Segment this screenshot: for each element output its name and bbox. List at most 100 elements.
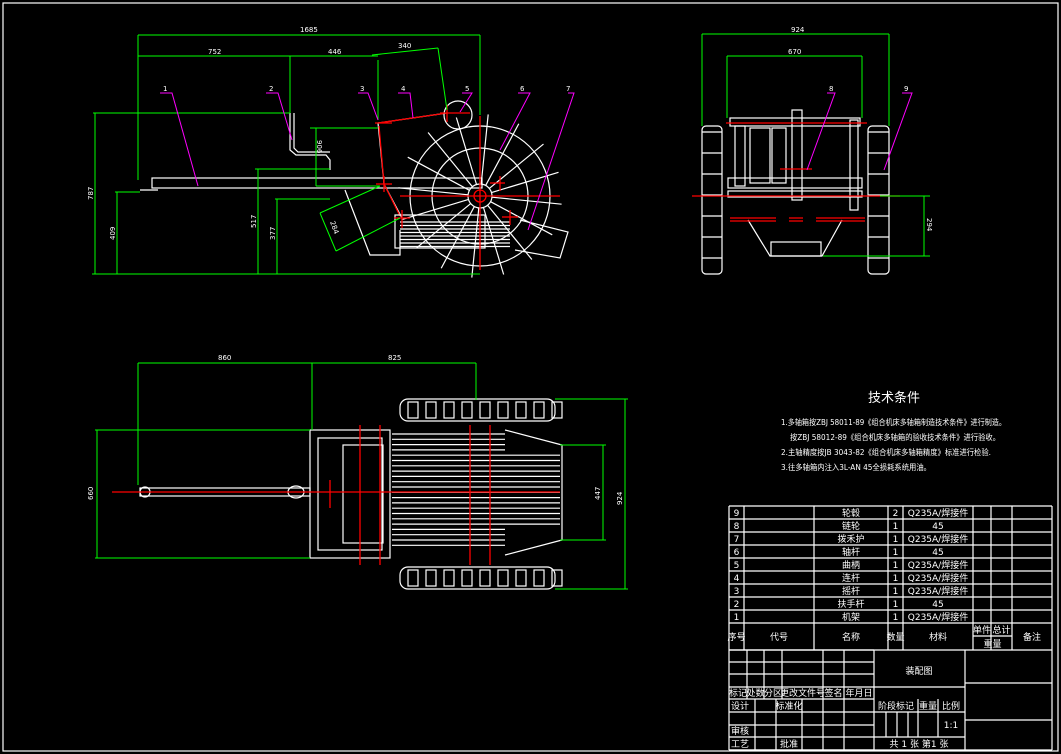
- bom-row-quantity: 1: [893, 522, 899, 532]
- tech-line-3: 2.主轴精度按JB 3043-82《组合机床多轴箱精度》标准进行检验.: [781, 447, 991, 457]
- bom-row-quantity: 1: [893, 600, 899, 610]
- label-approve: 批准: [780, 738, 798, 750]
- revision-header: 更改文件号: [780, 687, 825, 699]
- front-view: 924 670 294 8 9: [692, 26, 933, 275]
- scale-value: 1:1: [944, 721, 958, 731]
- title-block: 标记处数分区更改文件号签名年月日设计标准化审核工艺批准装配图阶段标记重量比例1:…: [728, 649, 1053, 751]
- dim-660: 660: [87, 487, 95, 500]
- label-stage-mark: 阶段标记: [878, 700, 914, 712]
- bom-row-number: 9: [734, 509, 740, 519]
- bom-row-quantity: 1: [893, 548, 899, 558]
- balloon-8: 8: [829, 85, 833, 93]
- bom-row-quantity: 1: [893, 587, 899, 597]
- bom-row: 5 曲柄 1 Q235A/焊接件: [734, 559, 969, 571]
- balloon-2: 2: [269, 85, 273, 93]
- balloon-5: 5: [465, 85, 469, 93]
- dim-294: 294: [925, 218, 933, 232]
- bom-row: 2 扶手杆 1 45: [734, 598, 944, 610]
- bom-row-name: 链轮: [842, 520, 860, 532]
- dim-752: 752: [208, 48, 221, 56]
- bom-header-material: 材料: [929, 631, 947, 643]
- bom-row-material: 45: [932, 600, 943, 610]
- bom-header-number: 序号: [727, 631, 745, 643]
- bom-row-name: 拨禾护: [837, 533, 864, 545]
- bom-row-number: 6: [734, 548, 740, 558]
- bom-row-number: 4: [734, 574, 740, 584]
- dim-1685: 1685: [300, 26, 318, 34]
- bom-row-name: 连杆: [842, 572, 860, 584]
- balloon-7: 7: [566, 85, 570, 93]
- bom-row-number: 5: [734, 561, 740, 571]
- bom-row-material: Q235A/焊接件: [908, 611, 968, 623]
- dim-409: 409: [109, 227, 117, 240]
- balloon-1: 1: [163, 85, 167, 93]
- bom-row-name: 曲柄: [842, 559, 860, 571]
- bom-row-number: 1: [734, 613, 740, 623]
- revision-header: 分区: [764, 688, 782, 699]
- side-view: 1685 752 446 340 906 787 409 517 377 284…: [87, 26, 575, 278]
- bom-row-name: 轴杆: [842, 546, 860, 558]
- bom-header-total-weight: 总计: [992, 624, 1010, 636]
- bom-row-quantity: 1: [893, 574, 899, 584]
- balloon-6: 6: [520, 85, 525, 93]
- balloon-3: 3: [360, 85, 364, 93]
- dim-924-front: 924: [791, 26, 805, 34]
- dim-446: 446: [328, 48, 342, 56]
- bom-row-number: 3: [734, 587, 740, 597]
- bom-row-material: Q235A/焊接件: [908, 585, 968, 597]
- label-design: 设计: [731, 700, 749, 712]
- bom-row-quantity: 1: [893, 613, 899, 623]
- bom-header-unit-weight: 单件: [973, 624, 991, 636]
- bom-row-name: 机架: [842, 611, 860, 623]
- dim-825: 825: [388, 354, 401, 362]
- bom-row-quantity: 2: [893, 509, 899, 519]
- tech-title: 技术条件: [868, 390, 920, 406]
- tech-line-2: 按ZBJ 58012-89《组合机床多轴箱的验收技术条件》进行验收。: [790, 432, 1000, 442]
- technical-requirements: 技术条件 1.多轴箱按ZBJ 58011-89《组合机床多轴箱制造技术条件》进行…: [781, 390, 1006, 472]
- revision-header: 标记: [729, 687, 747, 699]
- dim-906: 906: [315, 140, 323, 154]
- bom-row-material: Q235A/焊接件: [908, 559, 968, 571]
- revision-header: 处数: [746, 687, 764, 699]
- dim-787: 787: [87, 187, 95, 200]
- dim-670: 670: [788, 48, 801, 56]
- bom-row-number: 7: [734, 535, 740, 545]
- bom-row-number: 2: [734, 600, 740, 610]
- bom-row: 7 拨禾护 1 Q235A/焊接件: [734, 533, 969, 545]
- bom-row-number: 8: [734, 522, 740, 532]
- plan-view: 860 825 660 447 924: [87, 354, 628, 590]
- bom-row-material: 45: [932, 522, 943, 532]
- bom-row-name: 扶手杆: [837, 598, 864, 610]
- tech-line-4: 3.往多轴箱内注入3L-AN 45全损耗系统用油。: [781, 462, 931, 472]
- revision-header: 签名: [824, 687, 842, 699]
- bom-row-quantity: 1: [893, 535, 899, 545]
- label-scale: 比例: [942, 700, 960, 712]
- balloon-4: 4: [401, 85, 406, 93]
- bom-row: 1 机架 1 Q235A/焊接件: [734, 611, 969, 623]
- bom-header-name: 名称: [842, 631, 860, 643]
- dim-340: 340: [398, 42, 411, 50]
- dim-860: 860: [218, 354, 231, 362]
- bom-row: 6 轴杆 1 45: [734, 546, 944, 558]
- bom-header-quantity: 数量: [886, 631, 904, 643]
- bom-row-quantity: 1: [893, 561, 899, 571]
- dim-447: 447: [594, 487, 602, 500]
- dim-924-plan: 924: [616, 491, 624, 505]
- tech-line-1: 1.多轴箱按ZBJ 58011-89《组合机床多轴箱制造技术条件》进行制造。: [781, 417, 1006, 427]
- bom-header-remark: 备注: [1023, 631, 1041, 643]
- bom-row-material: Q235A/焊接件: [908, 572, 968, 584]
- bom-row-material: Q235A/焊接件: [908, 533, 968, 545]
- bom-header-weight: 重量: [983, 638, 1001, 650]
- bom-row: 8 链轮 1 45: [734, 520, 944, 532]
- dim-377: 377: [269, 227, 277, 240]
- bom-row-material: 45: [932, 548, 943, 558]
- label-weight: 重量: [919, 700, 937, 712]
- sheet-count: 共 1 张 第1 张: [890, 738, 949, 750]
- label-process: 工艺: [731, 739, 749, 750]
- bom-row: 4 连杆 1 Q235A/焊接件: [734, 572, 969, 584]
- revision-header: 年月日: [845, 687, 872, 699]
